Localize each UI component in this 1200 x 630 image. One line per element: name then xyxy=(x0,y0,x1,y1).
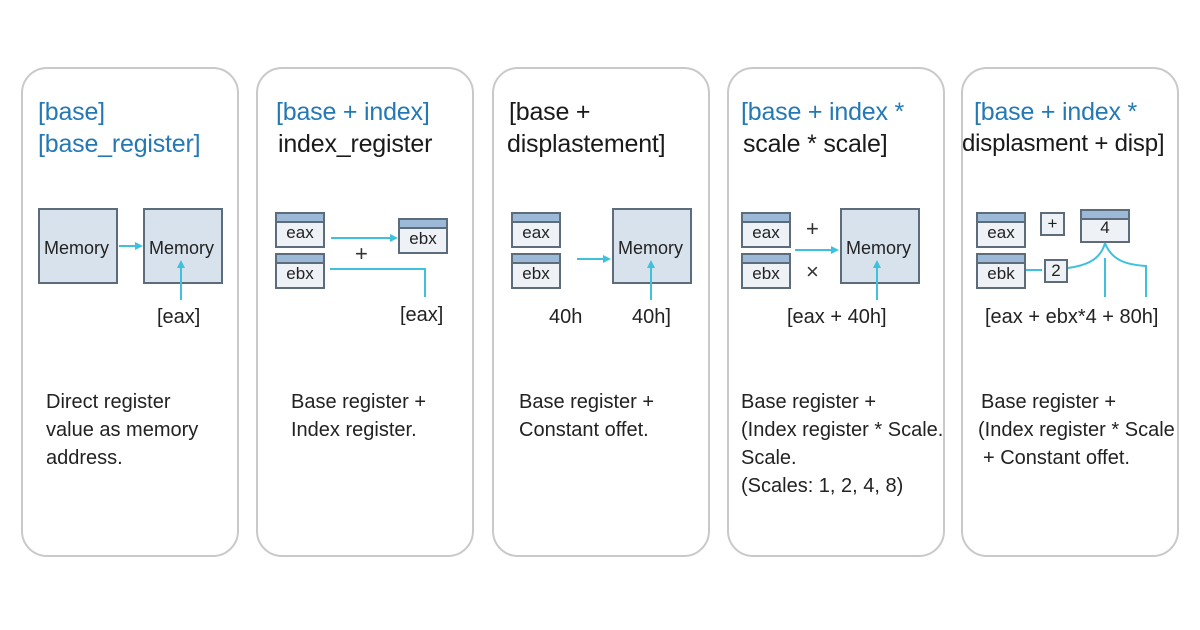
register-ebx-label: ebx xyxy=(752,264,780,283)
operand-label: [eax] xyxy=(157,306,201,328)
panel-5-desc-line-3: + Constant offet. xyxy=(983,447,1130,469)
displacement-right: 40h] xyxy=(632,306,671,328)
register-ebx: ebx xyxy=(511,253,561,289)
memory-label: Memory xyxy=(618,238,684,258)
panel-5-desc-line-1: Base register + xyxy=(981,391,1117,413)
register-ebx: ebx xyxy=(275,253,325,289)
panel-4-desc-line-1: Base register + xyxy=(741,391,877,413)
panel-4-desc-line-2: (Index register * Scale. xyxy=(741,419,944,441)
panel-2-desc-line-2: Index register. xyxy=(291,419,417,441)
memory-box xyxy=(840,208,920,284)
plus-box: + xyxy=(1040,212,1065,236)
panel-full-addressing xyxy=(961,67,1179,557)
memory-label: Memory xyxy=(846,238,912,258)
panel-base-index xyxy=(256,67,474,557)
panel-1-desc-line-2: value as memory xyxy=(46,419,199,441)
register-eax: eax xyxy=(511,212,561,248)
register-eax-label: eax xyxy=(286,223,314,242)
register-eax-label: eax xyxy=(752,223,780,242)
panel-3-title-line-1: [base + xyxy=(509,98,591,126)
connector-scale-branch-right xyxy=(1104,242,1147,297)
register-ebk-label: ebk xyxy=(987,264,1015,283)
scale-box: 4 xyxy=(1080,209,1130,243)
panel-5-desc-line-2: (Index register * Scale xyxy=(978,419,1175,441)
panel-4-desc-line-4: (Scales: 1, 2, 4, 8) xyxy=(741,475,904,497)
panel-base xyxy=(21,67,239,557)
register-ebx-target-label: ebx xyxy=(409,229,437,248)
register-eax: eax xyxy=(275,212,325,248)
scale-value: 4 xyxy=(1100,218,1110,237)
panel-5-title-line-2: displasment + disp] xyxy=(962,130,1165,157)
operand-label: [eax + ebx*4 + 80h] xyxy=(985,306,1159,328)
connector-ebx-to-operand xyxy=(330,268,426,297)
register-eax-label: eax xyxy=(522,223,550,242)
panel-4-title-line-1: [base + index * xyxy=(741,98,905,126)
panel-base-index-scale xyxy=(727,67,945,557)
register-ebx-target: ebx xyxy=(398,218,448,254)
memory-label-left: Memory xyxy=(44,238,110,258)
panel-2-title-line-2: index_register xyxy=(278,130,433,158)
panel-1-title-line-1: [base] xyxy=(38,98,105,126)
panel-1-desc-line-1: Direct register xyxy=(46,391,171,413)
panel-5-title-line-1: [base + index * xyxy=(974,98,1138,126)
register-ebk: ebk xyxy=(976,253,1026,289)
register-ebx: ebx xyxy=(741,253,791,289)
panel-4-title-line-2: scale * scale] xyxy=(743,130,888,158)
memory-label-right: Memory xyxy=(149,238,215,258)
panel-3-title-line-2: displastement] xyxy=(507,130,666,158)
panel-1-title-line-2: [base_register] xyxy=(38,130,201,158)
panel-1-desc-line-3: address. xyxy=(46,447,123,469)
register-ebx-label: ebx xyxy=(522,264,550,283)
operand-label: [eax] xyxy=(400,304,444,326)
panel-3-desc-line-2: Constant offet. xyxy=(519,419,649,441)
memory-box-right xyxy=(143,208,223,284)
panel-2-desc-line-1: Base register + xyxy=(291,391,427,413)
panel-4-desc-line-3: Scale. xyxy=(741,447,797,469)
plus-sign: + xyxy=(355,241,368,266)
register-eax: eax xyxy=(976,212,1026,248)
register-ebx-label: ebx xyxy=(286,264,314,283)
panel-3-desc-line-1: Base register + xyxy=(519,391,655,413)
index-multiplier-box: 2 xyxy=(1044,259,1068,283)
plus-sign: + xyxy=(806,216,819,241)
displacement-left: 40h xyxy=(549,306,583,328)
panel-base-displacement xyxy=(492,67,710,557)
register-eax: eax xyxy=(741,212,791,248)
memory-box-left xyxy=(38,208,118,284)
times-sign: × xyxy=(806,259,819,284)
connector-scale-branch xyxy=(1067,242,1106,269)
panel-2-title-line-1: [base + index] xyxy=(276,98,430,126)
operand-label: [eax + 40h] xyxy=(787,306,887,328)
register-eax-label: eax xyxy=(987,223,1015,242)
